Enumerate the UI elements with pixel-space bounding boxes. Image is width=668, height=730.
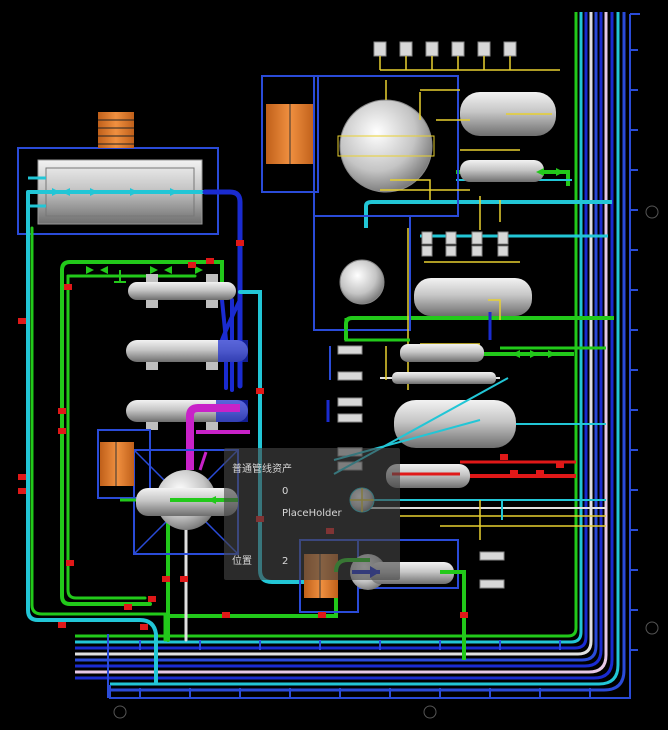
- tooltip-row-value: PlaceHolder: [282, 508, 342, 519]
- corner-markers: [113, 205, 659, 719]
- right-pipe-bundle: [75, 12, 626, 692]
- tooltip-row: 位置 2: [232, 552, 288, 567]
- valve-markers: [18, 240, 564, 630]
- asset-tooltip: 普通管线资产 0 PlaceHolder 位置 2: [224, 448, 400, 580]
- middle-green-pipes: [344, 168, 564, 358]
- left-loops: [26, 189, 338, 684]
- outer-frame: [107, 13, 640, 699]
- tooltip-row: [232, 530, 282, 541]
- top-left-exchanger: [17, 112, 219, 235]
- tooltip-row-value: 2: [282, 556, 289, 567]
- tooltip-title: 普通管线资产: [232, 464, 292, 475]
- reactor-block: [97, 404, 250, 555]
- tooltip-row: 0: [232, 486, 288, 497]
- top-right-sphere-block: [261, 41, 560, 230]
- left-arrows: [86, 266, 203, 283]
- tooltip-row-key: 位置: [232, 556, 252, 567]
- tooltip-row-value: 0: [282, 486, 289, 497]
- tooltip-row: PlaceHolder: [232, 508, 342, 519]
- frame-ticks: [139, 49, 638, 698]
